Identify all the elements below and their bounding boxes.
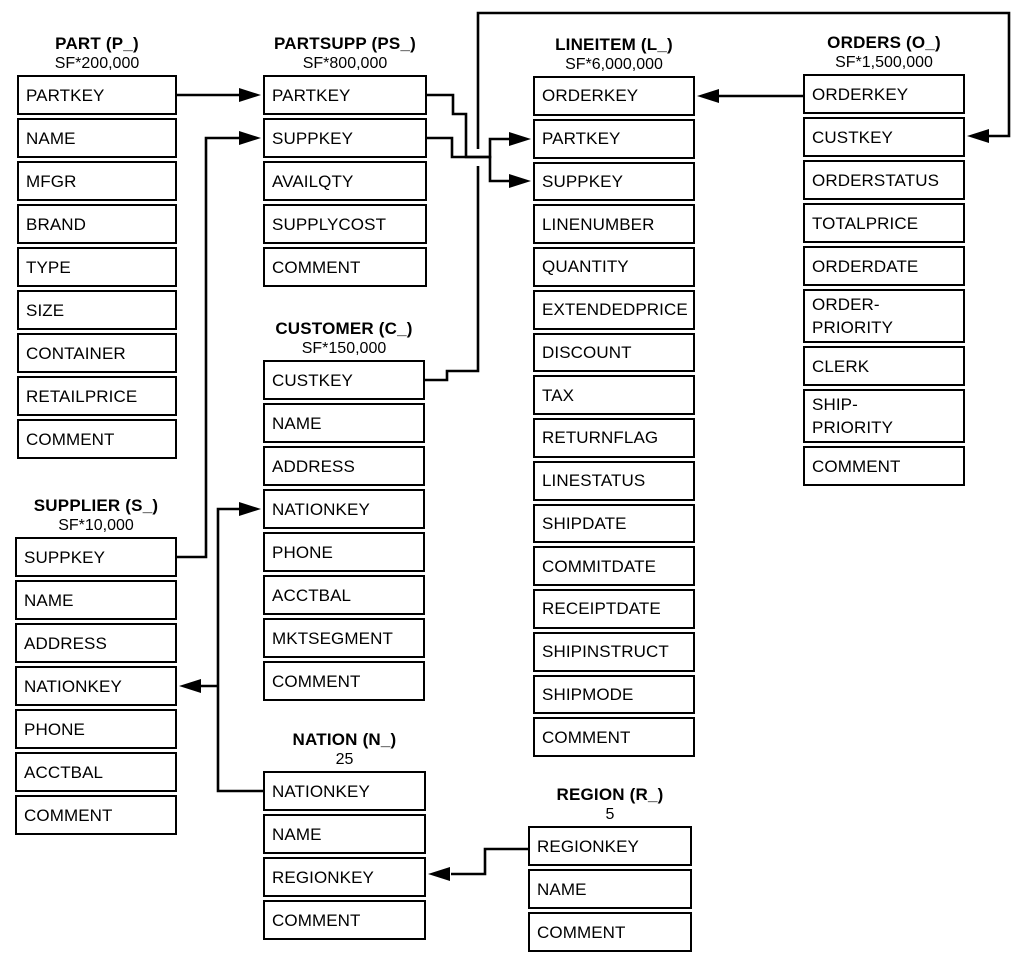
arrow-orders-orderkey-to-lineitem-orderkey: [697, 89, 803, 103]
table-cardinality-part: SF*200,000: [54, 55, 140, 72]
column-lineitem-shipmode: SHIPMODE: [533, 674, 695, 715]
column-lineitem-suppkey: SUPPKEY: [533, 161, 695, 202]
arrow-partsupp-suppkey-to-lineitem-suppkey: [427, 136, 531, 188]
column-part-partkey: PARTKEY: [17, 75, 177, 115]
column-customer-custkey: CUSTKEY: [263, 360, 425, 400]
table-cardinality-partsupp: SF*800,000: [302, 55, 388, 72]
table-title-orders: ORDERS (O_): [827, 33, 941, 52]
column-lineitem-linestatus: LINESTATUS: [533, 460, 695, 501]
column-part-brand: BRAND: [17, 204, 177, 244]
column-partsupp-comment: COMMENT: [263, 247, 427, 287]
column-part-comment: COMMENT: [17, 419, 177, 459]
column-lineitem-receiptdate: RECEIPTDATE: [533, 589, 695, 629]
column-lineitem-orderkey: ORDERKEY: [533, 76, 695, 116]
column-supplier-acctbal: ACCTBAL: [15, 752, 177, 792]
column-part-container: CONTAINER: [17, 333, 177, 373]
column-lineitem-commitdate: COMMITDATE: [533, 546, 695, 586]
column-partsupp-suppkey: SUPPKEY: [263, 118, 427, 158]
column-orders-comment: COMMENT: [803, 446, 965, 486]
column-supplier-name: NAME: [15, 580, 177, 620]
column-customer-mktsegment: MKTSEGMENT: [263, 618, 425, 658]
column-customer-address: ADDRESS: [263, 446, 425, 486]
arrow-region-regionkey-to-nation-regionkey: [428, 847, 528, 881]
arrow-nation-nationkey-to-supplier-nationkey: [179, 679, 218, 693]
column-orders-custkey: CUSTKEY: [803, 117, 965, 157]
column-supplier-nationkey: NATIONKEY: [15, 666, 177, 706]
column-region-regionkey: REGIONKEY: [528, 826, 692, 866]
table-title-customer: CUSTOMER (C_): [275, 319, 413, 338]
table-cardinality-lineitem: SF*6,000,000: [565, 56, 663, 73]
table-title-part: PART (P_): [55, 34, 139, 53]
table-cardinality-orders: SF*1,500,000: [835, 54, 933, 71]
column-orders-orderkey: ORDERKEY: [803, 74, 965, 114]
column-nation-comment: COMMENT: [263, 900, 426, 940]
column-lineitem-partkey: PARTKEY: [533, 118, 695, 159]
arrow-partsupp-partkey-to-lineitem-partkey: [427, 93, 531, 159]
column-customer-nationkey: NATIONKEY: [263, 489, 425, 529]
column-part-size: SIZE: [17, 290, 177, 330]
column-nation-name: NAME: [263, 814, 426, 854]
column-part-retailprice: RETAILPRICE: [17, 376, 177, 416]
table-cardinality-region: 5: [605, 806, 615, 823]
column-part-name: NAME: [17, 118, 177, 158]
column-partsupp-partkey: PARTKEY: [263, 75, 427, 115]
table-title-nation: NATION (N_): [292, 730, 397, 749]
column-orders-totalprice: TOTALPRICE: [803, 203, 965, 243]
column-lineitem-tax: TAX: [533, 375, 695, 415]
column-customer-comment: COMMENT: [263, 661, 425, 701]
column-nation-regionkey: REGIONKEY: [263, 857, 426, 897]
column-supplier-address: ADDRESS: [15, 623, 177, 663]
column-orders-ship-priority: SHIP- PRIORITY: [803, 389, 965, 443]
table-title-region: REGION (R_): [556, 785, 664, 804]
column-part-type: TYPE: [17, 247, 177, 287]
table-title-partsupp: PARTSUPP (PS_): [274, 34, 416, 53]
column-lineitem-shipinstruct: SHIPINSTRUCT: [533, 631, 695, 672]
column-lineitem-quantity: QUANTITY: [533, 247, 695, 287]
column-lineitem-returnflag: RETURNFLAG: [533, 418, 695, 458]
column-customer-name: NAME: [263, 403, 425, 443]
column-region-comment: COMMENT: [528, 912, 692, 952]
column-lineitem-shipdate: SHIPDATE: [533, 503, 695, 544]
column-supplier-suppkey: SUPPKEY: [15, 537, 177, 577]
table-cardinality-customer: SF*150,000: [301, 340, 387, 357]
column-supplier-comment: COMMENT: [15, 795, 177, 835]
column-nation-nationkey: NATIONKEY: [263, 771, 426, 811]
table-title-supplier: SUPPLIER (S_): [33, 496, 159, 515]
table-cardinality-nation: 25: [335, 751, 354, 768]
column-orders-orderdate: ORDERDATE: [803, 246, 965, 286]
column-lineitem-comment: COMMENT: [533, 717, 695, 757]
column-supplier-phone: PHONE: [15, 709, 177, 749]
arrow-part-partkey-to-partsupp-partkey: [177, 88, 261, 102]
column-orders-clerk: CLERK: [803, 346, 965, 386]
column-part-mfgr: MFGR: [17, 161, 177, 201]
column-lineitem-extendedprice: EXTENDEDPRICE: [533, 289, 695, 330]
column-customer-acctbal: ACCTBAL: [263, 575, 425, 615]
column-customer-phone: PHONE: [263, 532, 425, 572]
column-orders-orderstatus: ORDERSTATUS: [803, 160, 965, 200]
table-cardinality-supplier: SF*10,000: [58, 517, 134, 534]
column-partsupp-supplycost: SUPPLYCOST: [263, 204, 427, 244]
table-title-lineitem: LINEITEM (L_): [555, 35, 673, 54]
column-lineitem-discount: DISCOUNT: [533, 332, 695, 373]
column-partsupp-availqty: AVAILQTY: [263, 161, 427, 201]
column-region-name: NAME: [528, 869, 692, 909]
column-orders-order-priority: ORDER- PRIORITY: [803, 289, 965, 343]
column-lineitem-linenumber: LINENUMBER: [533, 204, 695, 244]
